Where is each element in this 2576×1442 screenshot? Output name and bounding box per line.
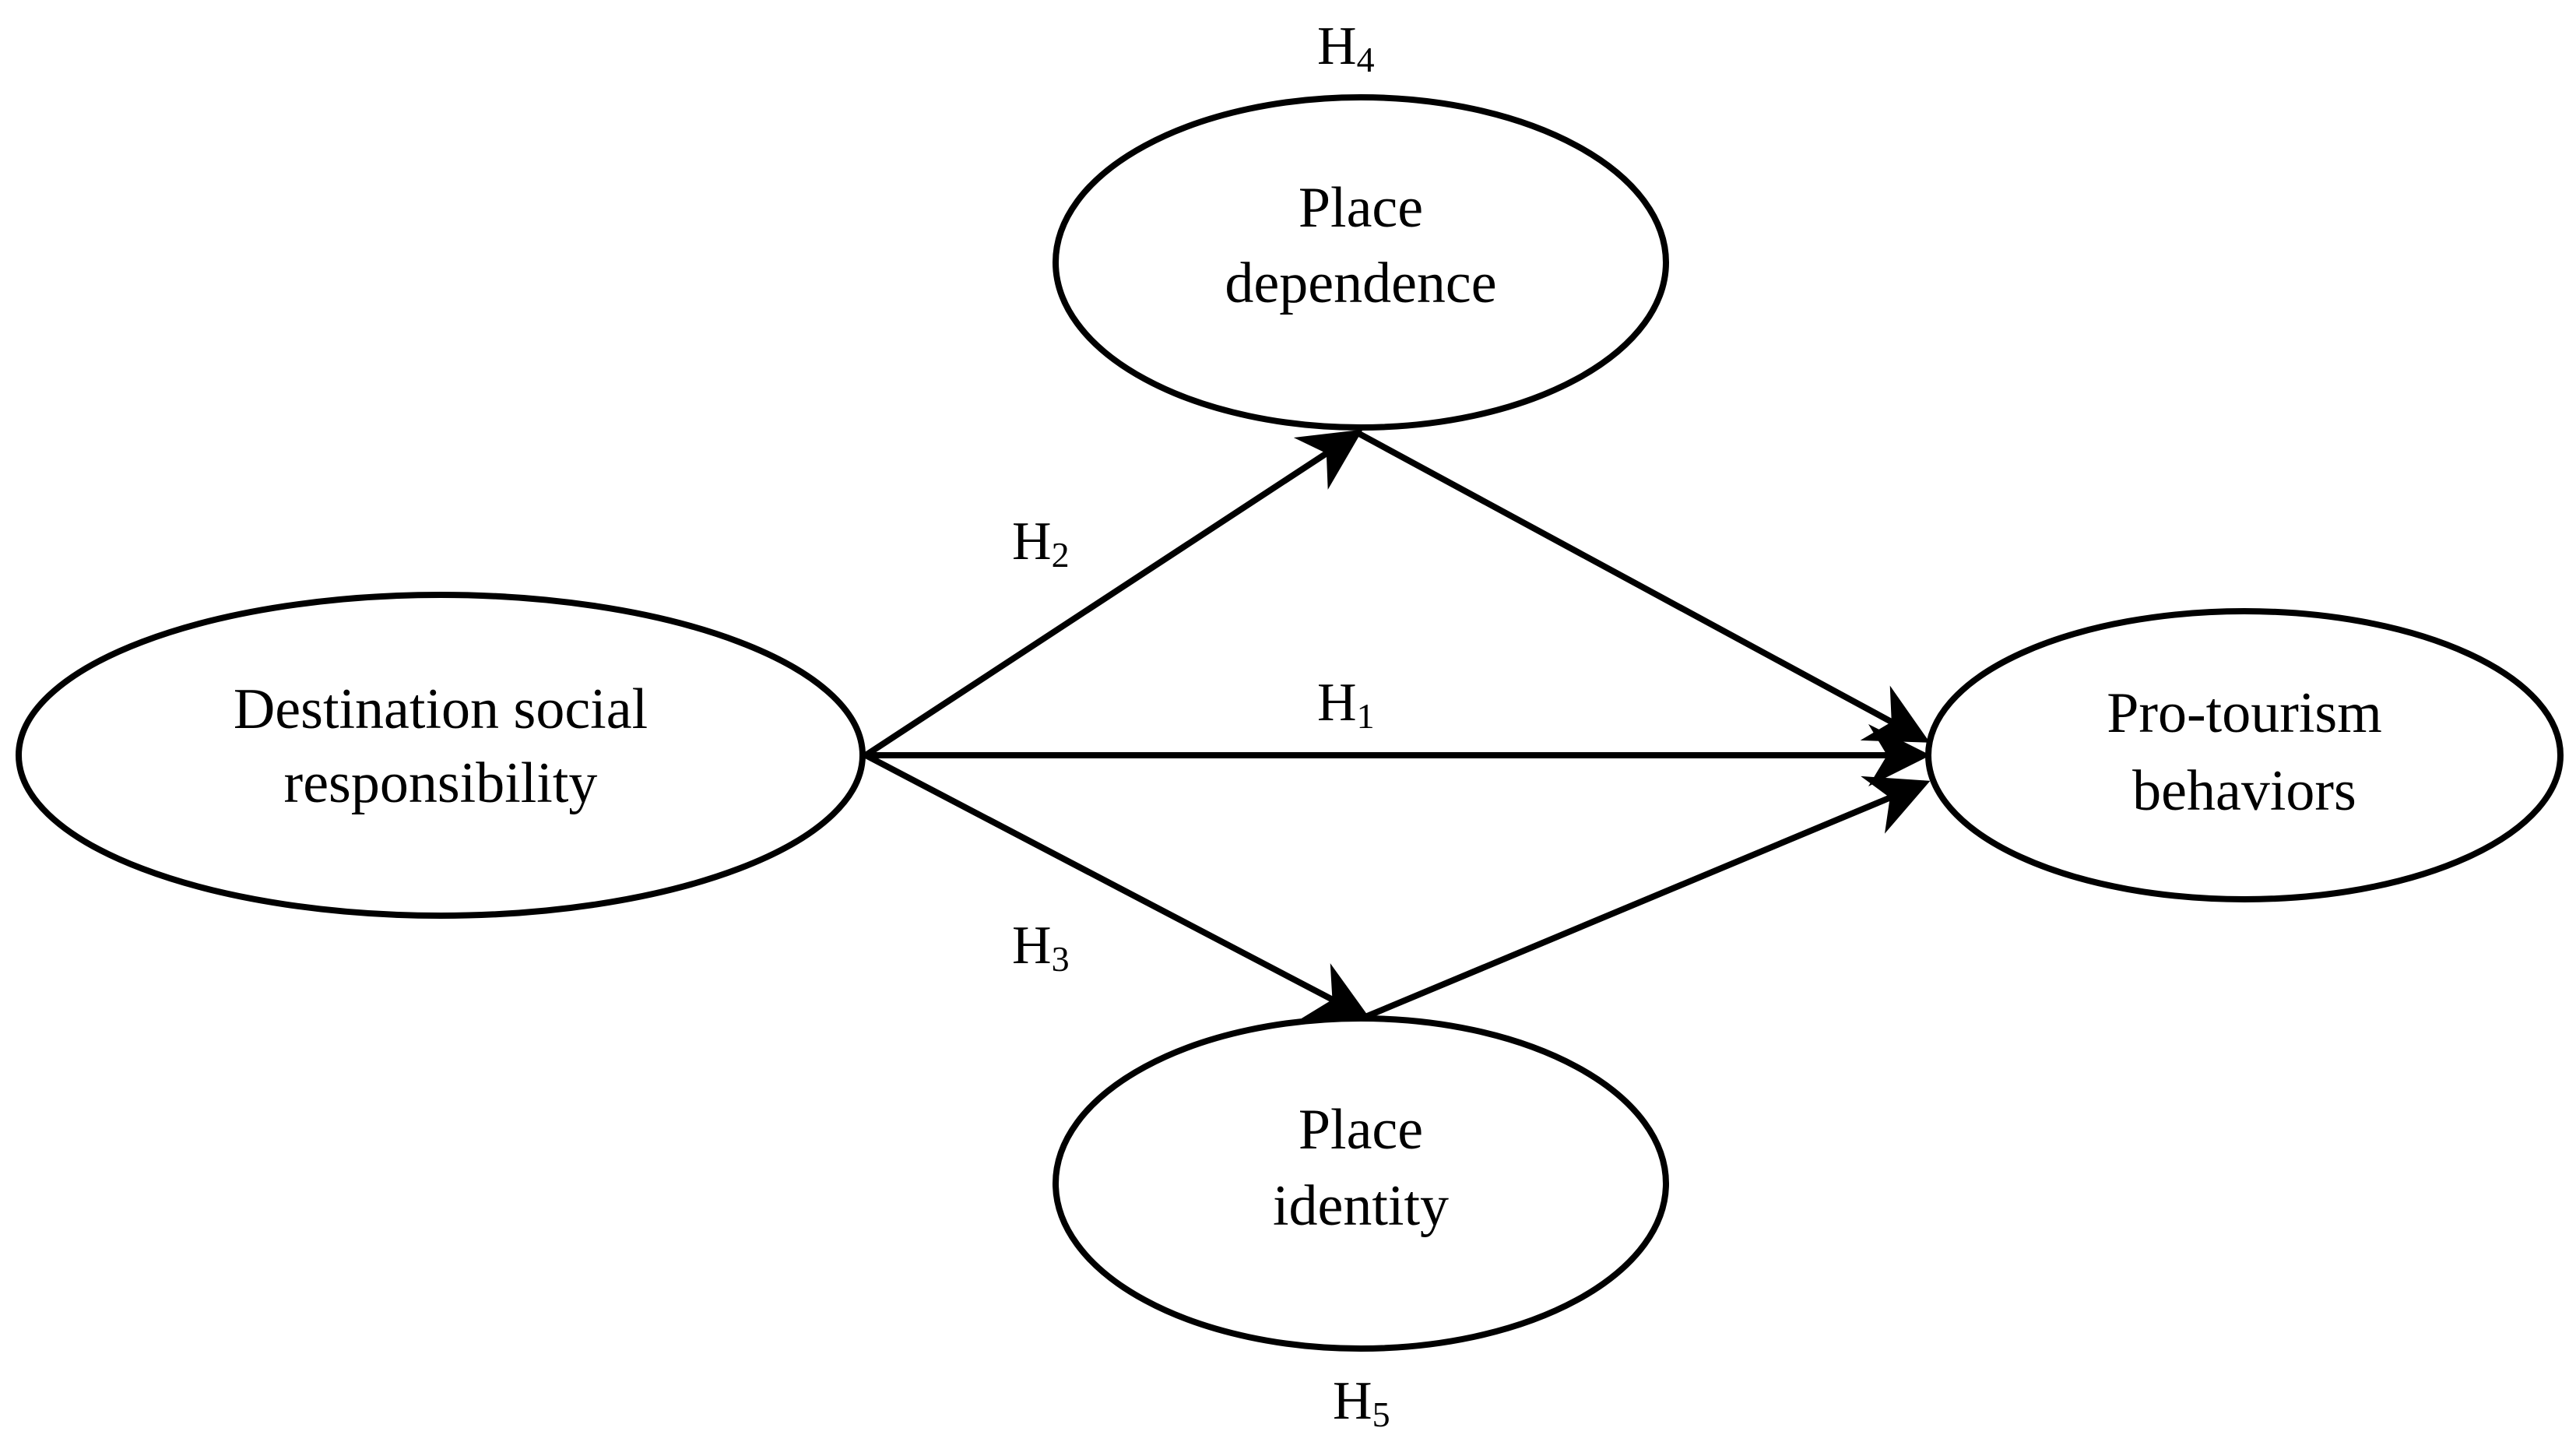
hypothesis-label-h2: H2 bbox=[1012, 512, 1070, 575]
node-pi-label-line1: Place bbox=[1299, 1098, 1423, 1162]
node-dsr-label-line1: Destination social bbox=[234, 677, 648, 741]
node-ptb-label-line2: behaviors bbox=[2132, 759, 2356, 823]
node-place-dependence: Place dependence bbox=[1053, 94, 1669, 431]
edge-dsr-to-place-identity bbox=[864, 752, 1372, 1020]
hypothesis-label-h5: H5 bbox=[1333, 1371, 1390, 1434]
node-ptb-label-line1: Pro-tourism bbox=[2107, 681, 2382, 745]
node-pi-label-line2: identity bbox=[1273, 1174, 1449, 1238]
edge-place-identity-to-pro-tourism-behaviors bbox=[1364, 776, 1931, 1020]
edge-dsr-to-place-dependence bbox=[863, 429, 1363, 758]
hypothesis-label-h1: H1 bbox=[1317, 673, 1375, 736]
node-place-identity: Place identity bbox=[1053, 1015, 1669, 1352]
node-pd-label-line1: Place bbox=[1299, 176, 1423, 240]
node-pro-tourism-behaviors: Pro-tourism behaviors bbox=[1925, 608, 2564, 902]
hypothesis-label-h3: H3 bbox=[1012, 916, 1070, 979]
hypothesis-label-h4: H4 bbox=[1317, 16, 1375, 79]
edge-place-dependence-to-pro-tourism-behaviors bbox=[1356, 430, 1931, 743]
node-destination-social-responsibility: Destination social responsibility bbox=[16, 592, 866, 919]
node-pd-label-line2: dependence bbox=[1225, 251, 1496, 315]
node-dsr-label-line2: responsibility bbox=[284, 751, 598, 815]
